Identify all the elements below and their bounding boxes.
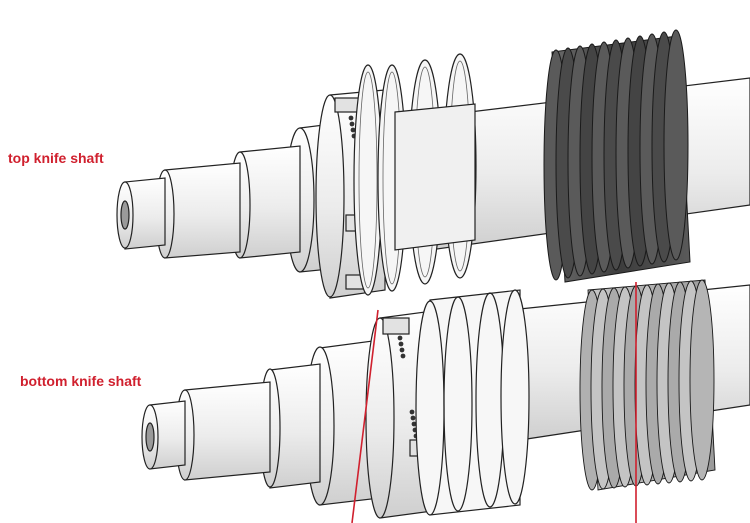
top-shaft-step-3 xyxy=(164,162,241,259)
bottom-knife-shaft xyxy=(141,279,750,519)
bottom-holder-slot-1 xyxy=(382,317,410,335)
top-disc-spacer xyxy=(394,103,476,251)
top-shaft-end-bore xyxy=(120,200,130,230)
bottom-knife-shaft-label: bottom knife shaft xyxy=(20,373,142,389)
top-holder-slot-1 xyxy=(334,97,360,113)
bottom-collars xyxy=(415,289,530,516)
top-grooved-roller xyxy=(543,29,691,283)
top-knife-shaft xyxy=(116,29,750,299)
bottom-shaft-end-bore xyxy=(145,422,155,452)
bottom-grooved-roller xyxy=(579,279,716,491)
top-knife-shaft-label: top knife shaft xyxy=(8,150,104,166)
bottom-shaft-step-3 xyxy=(184,381,271,481)
leader-line-knife xyxy=(351,309,379,523)
bottom-bearing-row-1 xyxy=(397,335,406,359)
